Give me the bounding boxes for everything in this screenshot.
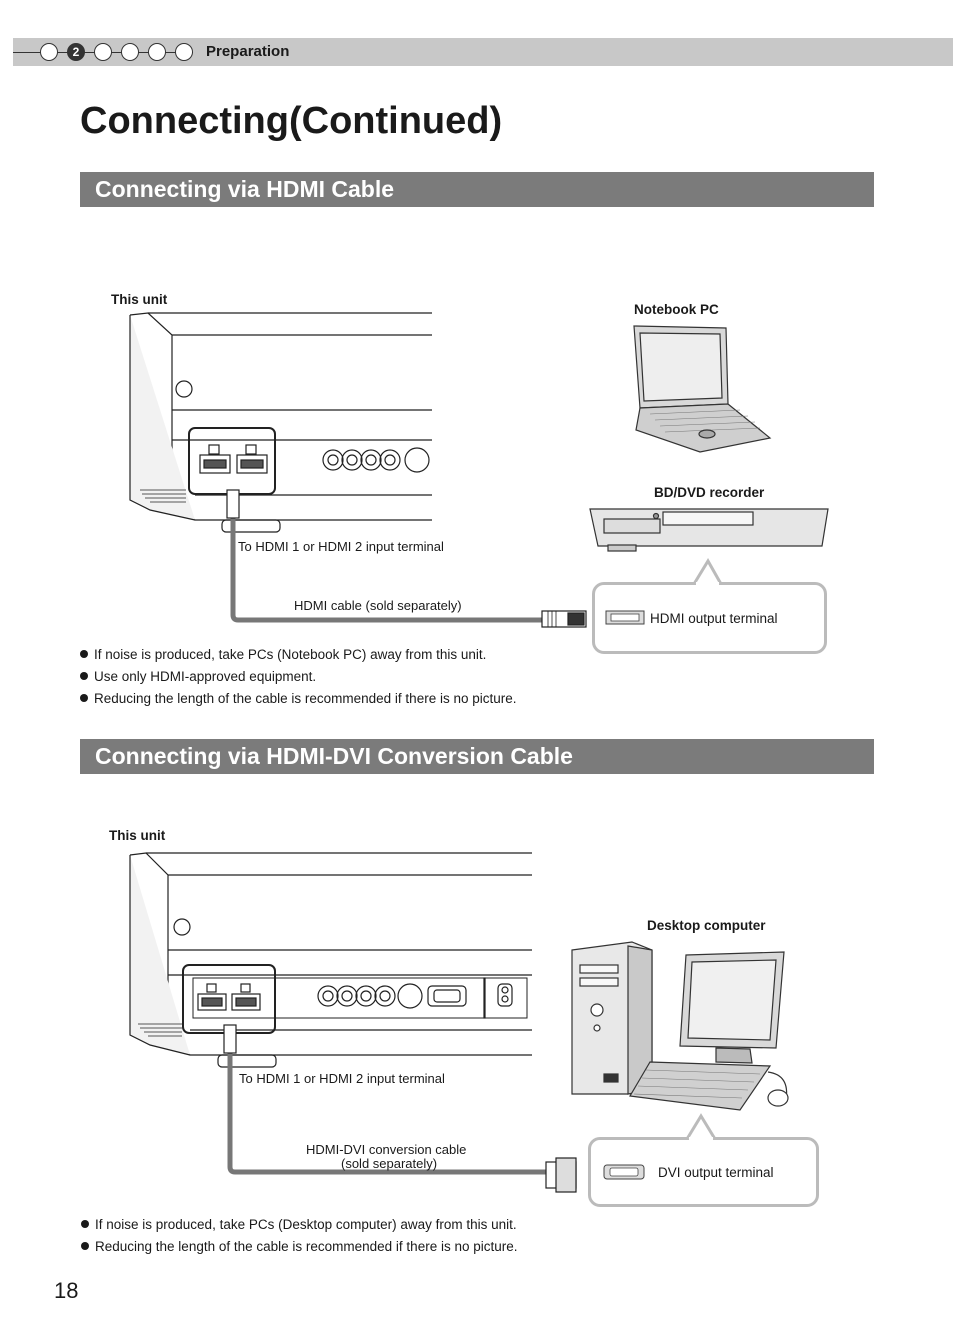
page-title: Connecting(Continued) [80,100,503,142]
dvi-cable-label-line2: (sold separately) [341,1156,438,1171]
bullet-icon [80,672,88,680]
dvi-output-terminal-label: DVI output terminal [658,1165,774,1180]
notebook-pc-label: Notebook PC [634,302,719,317]
bullet-icon [81,1220,89,1228]
hdmi-cable-label: HDMI cable (sold separately) [294,598,462,613]
hdmi-output-terminal-label: HDMI output terminal [650,611,778,626]
hdmi-section-heading: Connecting via HDMI Cable [80,172,874,207]
page-number: 18 [54,1278,79,1303]
step-indicator-2: 2 [67,43,85,61]
hdmi-input-terminal-label: To HDMI 1 or HDMI 2 input terminal [238,539,444,554]
step-indicator-3 [94,43,112,61]
bullet-icon [80,650,88,658]
note-text: Use only HDMI-approved equipment. [94,669,317,684]
dvi-note-1: If noise is produced, take PCs (Desktop … [81,1217,517,1232]
step-indicator-5 [148,43,166,61]
note-text: If noise is produced, take PCs (Notebook… [94,647,487,662]
desktop-computer-label: Desktop computer [647,918,766,933]
hdmi-note-2: Use only HDMI-approved equipment. [80,669,316,684]
step-indicator-1 [40,43,58,61]
this-unit-label-2: This unit [109,828,166,843]
dvi-input-terminal-label: To HDMI 1 or HDMI 2 input terminal [239,1071,445,1086]
dvi-section-heading: Connecting via HDMI-DVI Conversion Cable [80,739,874,774]
dvi-note-2: Reducing the length of the cable is reco… [81,1239,518,1254]
note-text: If noise is produced, take PCs (Desktop … [95,1217,517,1232]
step-indicator-6 [175,43,193,61]
bullet-icon [81,1242,89,1250]
section-label: Preparation [206,43,290,60]
hdmi-note-3: Reducing the length of the cable is reco… [80,691,517,706]
dvi-cable-label-line1: HDMI-DVI conversion cable [306,1142,467,1157]
hdmi-note-1: If noise is produced, take PCs (Notebook… [80,647,486,662]
this-unit-label: This unit [111,292,168,307]
bd-dvd-recorder-label: BD/DVD recorder [654,485,765,500]
bullet-icon [80,694,88,702]
note-text: Reducing the length of the cable is reco… [94,691,517,706]
note-text: Reducing the length of the cable is reco… [95,1239,518,1254]
step-indicator-4 [121,43,139,61]
